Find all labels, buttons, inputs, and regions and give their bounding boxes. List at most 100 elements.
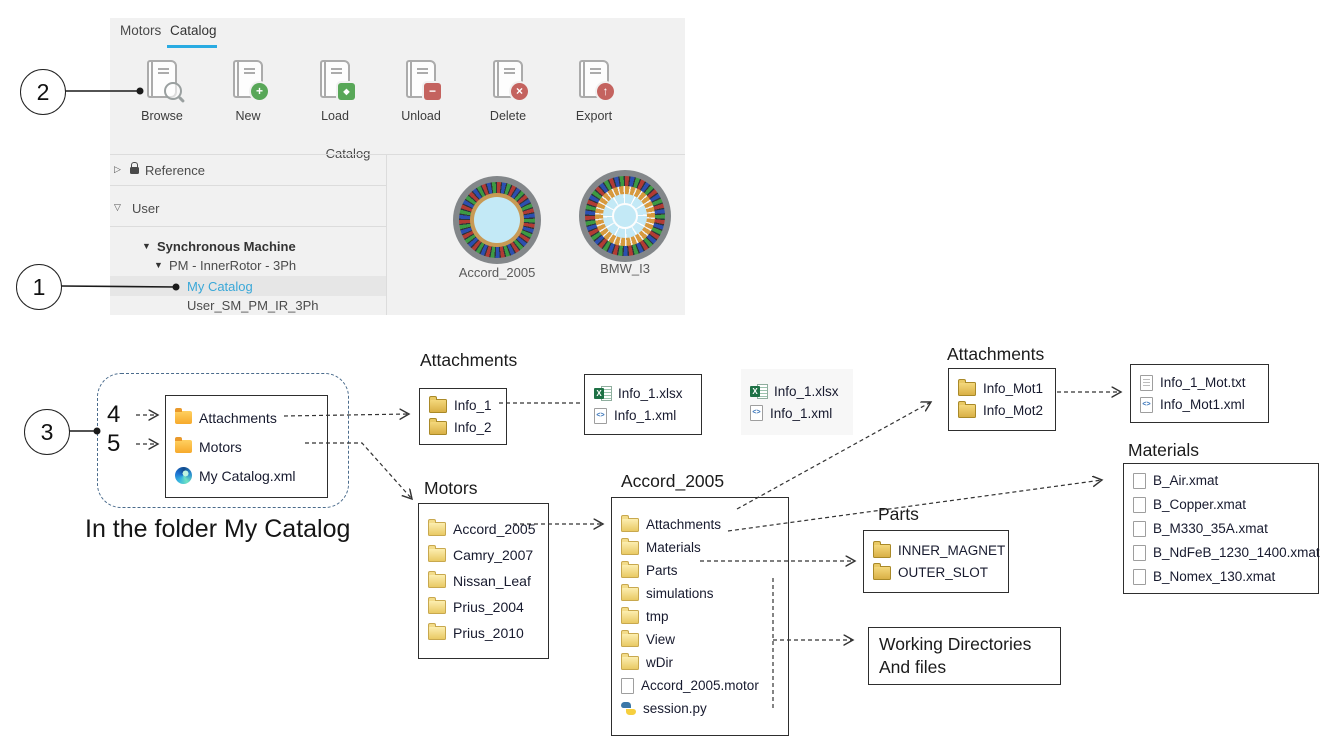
unload-button[interactable]: − Unload: [381, 60, 461, 123]
item-label: INNER_MAGNET: [898, 543, 1006, 558]
folder-item: tmp: [621, 605, 782, 628]
folder-item: Info_1: [429, 395, 500, 417]
folder-item: Info_Mot1: [958, 378, 1049, 400]
tree-item-synchronous-machine[interactable]: Synchronous Machine: [157, 239, 296, 254]
callout-3: 3: [24, 409, 70, 455]
browse-button[interactable]: Browse: [122, 60, 202, 123]
triangle-down-icon[interactable]: ▼: [154, 260, 163, 270]
tree-item-user-sm-pm-ir-3ph[interactable]: User_SM_PM_IR_3Ph: [187, 298, 319, 313]
item-label: Info_Mot2: [983, 403, 1044, 418]
item-label: simulations: [646, 586, 714, 601]
tab-motors[interactable]: Motors: [120, 23, 162, 38]
load-button[interactable]: ◆ Load: [295, 60, 375, 123]
item-label: Info_1.xml: [614, 408, 677, 423]
folder-icon: [428, 623, 446, 640]
item-label: Info_1.xlsx: [774, 383, 839, 399]
file-item: Info_1.xlsx: [594, 383, 695, 405]
diagram-caption: In the folder My Catalog: [85, 515, 351, 543]
thumbnail-label: BMW_I3: [600, 261, 650, 276]
box-title-attachments: Attachments: [420, 350, 518, 370]
motor-thumbnail-bmw[interactable]: [579, 170, 671, 262]
delete-button[interactable]: × Delete: [468, 60, 548, 123]
tree-item-pm-innerrotor[interactable]: PM - InnerRotor - 3Ph: [169, 258, 297, 273]
my-catalog-folder-window: Attachments Motors My Catalog.xml: [165, 395, 328, 498]
folder-icon: [621, 629, 639, 647]
file-item: Info_1.xml: [594, 405, 695, 427]
file-item: B_Air.xmat: [1133, 469, 1312, 493]
folder-item: Attachments: [175, 403, 321, 432]
file-item: My Catalog.xml: [175, 461, 321, 490]
box-title-motors: Motors: [424, 478, 478, 498]
new-button[interactable]: + New: [208, 60, 288, 123]
tree-item-my-catalog[interactable]: My Catalog: [187, 279, 253, 294]
xml-file-icon: [594, 407, 607, 424]
folder-item: Prius_2004: [428, 594, 542, 620]
callout-5: 5: [107, 430, 121, 457]
item-label: B_M330_35A.xmat: [1153, 521, 1268, 536]
active-tab-underline: [167, 45, 217, 48]
file-icon: [621, 677, 634, 694]
xml-file-icon: [1140, 396, 1153, 413]
file-icon: [1133, 496, 1146, 513]
item-label: B_Nomex_130.xmat: [1153, 569, 1276, 584]
motor-thumbnail-accord[interactable]: [453, 176, 541, 264]
callout-4: 4: [107, 401, 121, 428]
up-arrow-circle-icon: ↑: [597, 83, 614, 100]
folder-icon: [429, 417, 447, 435]
folder-icon: [428, 545, 446, 562]
item-label: B_Copper.xmat: [1153, 497, 1247, 512]
working-box-line1: Working Directories: [879, 634, 1032, 654]
folder-icon: [621, 583, 639, 601]
file-icon: [1133, 520, 1146, 537]
my-catalog-folder-outline: [97, 373, 349, 508]
item-label: Accord_2005.motor: [641, 678, 759, 693]
item-label: Info_1_Mot.txt: [1160, 375, 1246, 390]
file-item: Accord_2005.motor: [621, 674, 782, 697]
item-label: View: [646, 632, 676, 647]
thumbnail-label: Accord_2005: [458, 265, 536, 280]
text-file-icon: [1140, 374, 1153, 391]
folder-icon: [873, 540, 891, 558]
file-icon: [1133, 568, 1146, 585]
item-label: My Catalog.xml: [199, 467, 296, 484]
x-circle-icon: ×: [511, 83, 528, 100]
attachments-folder-window: Info_1 Info_2: [419, 388, 507, 445]
triangle-down-icon[interactable]: ▼: [142, 241, 151, 251]
folder-icon: [958, 400, 976, 418]
file-item: B_Copper.xmat: [1133, 493, 1312, 517]
item-label: Info_Mot1.xml: [1160, 397, 1245, 412]
file-item: B_Nomex_130.xmat: [1133, 565, 1312, 589]
folder-item: Materials: [621, 536, 782, 559]
folder-icon: [621, 537, 639, 555]
folder-icon: [429, 395, 447, 413]
tree-section-reference[interactable]: Reference: [145, 163, 205, 178]
item-label: Materials: [646, 540, 701, 555]
folder-item: Attachments: [621, 513, 782, 536]
item-label: Info_1.xml: [770, 405, 833, 421]
tree-section-user[interactable]: User: [132, 201, 160, 216]
callout-2: 2: [20, 69, 66, 115]
motor-attachments-window: Info_Mot1 Info_Mot2: [948, 368, 1056, 431]
magnifier-icon: [164, 82, 182, 100]
item-label: Info_1.xlsx: [618, 386, 683, 401]
parts-window: INNER_MAGNET OUTER_SLOT: [863, 530, 1009, 593]
folder-icon: [621, 560, 639, 578]
item-label: Camry_2007: [453, 547, 534, 563]
book-icon: [147, 60, 182, 100]
button-label: Load: [321, 109, 349, 123]
tab-catalog[interactable]: Catalog: [170, 23, 217, 38]
folder-item: Motors: [175, 432, 321, 461]
file-icon: [1133, 544, 1146, 561]
xml-file-icon: [750, 405, 763, 421]
folder-icon: [873, 562, 891, 580]
folder-item: Camry_2007: [428, 542, 542, 568]
motor-core: [474, 197, 520, 243]
item-label: B_Air.xmat: [1153, 473, 1219, 488]
callout-1: 1: [16, 264, 62, 310]
infomot-files-window: Info_1_Mot.txt Info_Mot1.xml: [1130, 364, 1269, 423]
chevron-down-icon[interactable]: ▽: [114, 202, 121, 212]
plus-circle-icon: +: [251, 83, 268, 100]
export-button[interactable]: ↑ Export: [554, 60, 634, 123]
chevron-right-icon[interactable]: ▷: [114, 164, 121, 174]
folder-icon: [175, 408, 192, 424]
